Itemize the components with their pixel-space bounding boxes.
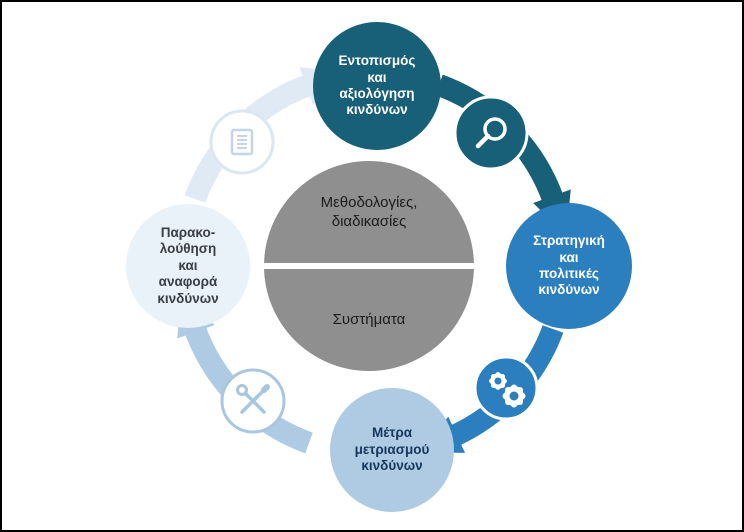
node-risk-identification: Εντοπισμός και αξιολόγηση κινδύνων [313, 22, 441, 150]
node-risk-monitoring-label: Παρακο- λούθηση και αναφορά κινδύνων [157, 224, 219, 306]
tools-icon [220, 368, 286, 434]
center-circle: Μεθοδολογίες, διαδικασίες Συστήματα [264, 161, 474, 371]
center-divider [264, 263, 474, 269]
node-risk-mitigation: Μέτρα μετριασμού κινδύνων [330, 388, 454, 512]
node-risk-mitigation-label: Μέτρα μετριασμού κινδύνων [354, 425, 430, 474]
gears-icon [473, 355, 539, 421]
center-top-label: Μεθοδολογίες, διαδικασίες [320, 193, 418, 231]
node-risk-strategy: Στρατηγική και πολιτικές κινδύνων [506, 203, 632, 329]
document-icon [209, 109, 275, 175]
center-bottom-label: Συστήματα [332, 311, 406, 329]
node-risk-identification-label: Εντοπισμός και αξιολόγηση κινδύνων [338, 53, 416, 118]
node-risk-monitoring: Παρακο- λούθηση και αναφορά κινδύνων [126, 204, 250, 328]
magnifying-glass-icon [453, 95, 529, 171]
node-risk-strategy-label: Στρατηγική και πολιτικές κινδύνων [533, 233, 605, 298]
